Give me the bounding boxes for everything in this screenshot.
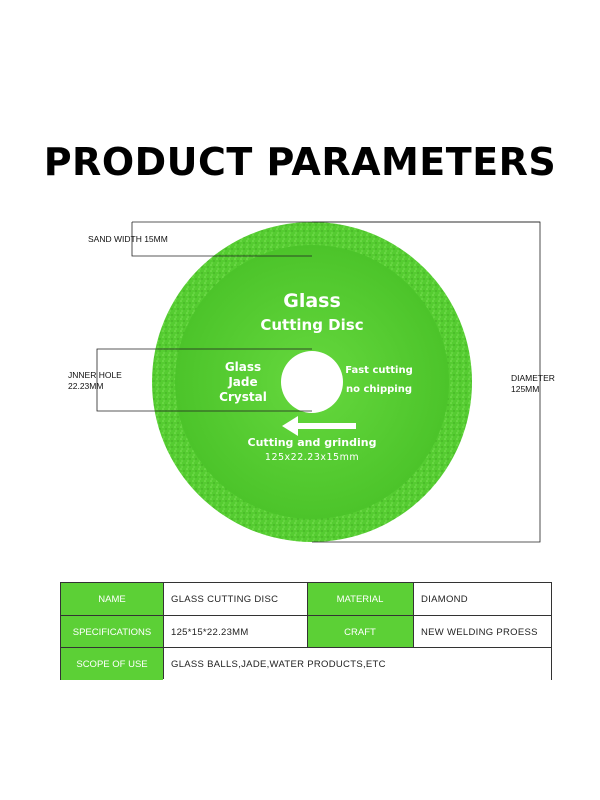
table-row: SCOPE OF USE GLASS BALLS,JADE,WATER PROD… [61,648,551,680]
scope-value: GLASS BALLS,JADE,WATER PRODUCTS,ETC [163,648,551,680]
left-arrow-icon [282,416,356,436]
craft-label: CRAFT [307,616,413,648]
table-divider [163,583,164,679]
table-divider [307,583,308,647]
material-label: MATERIAL [307,583,413,615]
scope-label: SCOPE OF USE [61,648,163,680]
table-divider [61,647,551,648]
inner-hole-line [96,348,312,412]
disc-title-line1: Glass [283,290,341,312]
disc-bottom-line1: Cutting and grinding [247,436,377,449]
material-value: DIAMOND [413,583,551,615]
disc-left-line2: Jade [228,375,258,389]
name-value: GLASS CUTTING DISC [163,583,307,615]
parameters-table: NAME GLASS CUTTING DISC MATERIAL DIAMOND… [60,582,552,680]
craft-value: NEW WELDING PROESS [413,616,551,648]
sand-width-label: SAND WIDTH 15MM [88,234,168,244]
inner-hole-label-line2: 22.23MM [68,381,104,391]
disc-title-line2: Cutting Disc [260,316,364,334]
disc-bottom-line2: 125x22.23x15mm [264,452,360,463]
diameter-label-line2: 125MM [511,384,540,394]
name-label: NAME [61,583,163,615]
table-row: NAME GLASS CUTTING DISC MATERIAL DIAMOND [61,583,551,615]
specifications-value: 125*15*22.23MM [163,616,307,648]
inner-hole-label-line1: JNNER HOLE [68,370,122,380]
specifications-label: SPECIFICATIONS [61,616,163,648]
disc-diagram [96,221,541,543]
sand-width-line [131,222,312,257]
disc-left-line3: Crystal [219,390,267,404]
table-row: SPECIFICATIONS 125*15*22.23MM CRAFT NEW … [61,616,551,648]
disc-right-line1: Fast cutting [345,365,413,376]
disc-right-line2: no chipping [346,384,412,395]
disc-center-hole [281,351,343,413]
disc-left-line1: Glass [224,360,262,374]
page-title: PRODUCT PARAMETERS [43,140,557,184]
table-divider [61,615,551,616]
diameter-line [312,221,541,543]
diameter-label-line1: DIAMETER [511,373,555,383]
table-divider [413,583,414,647]
